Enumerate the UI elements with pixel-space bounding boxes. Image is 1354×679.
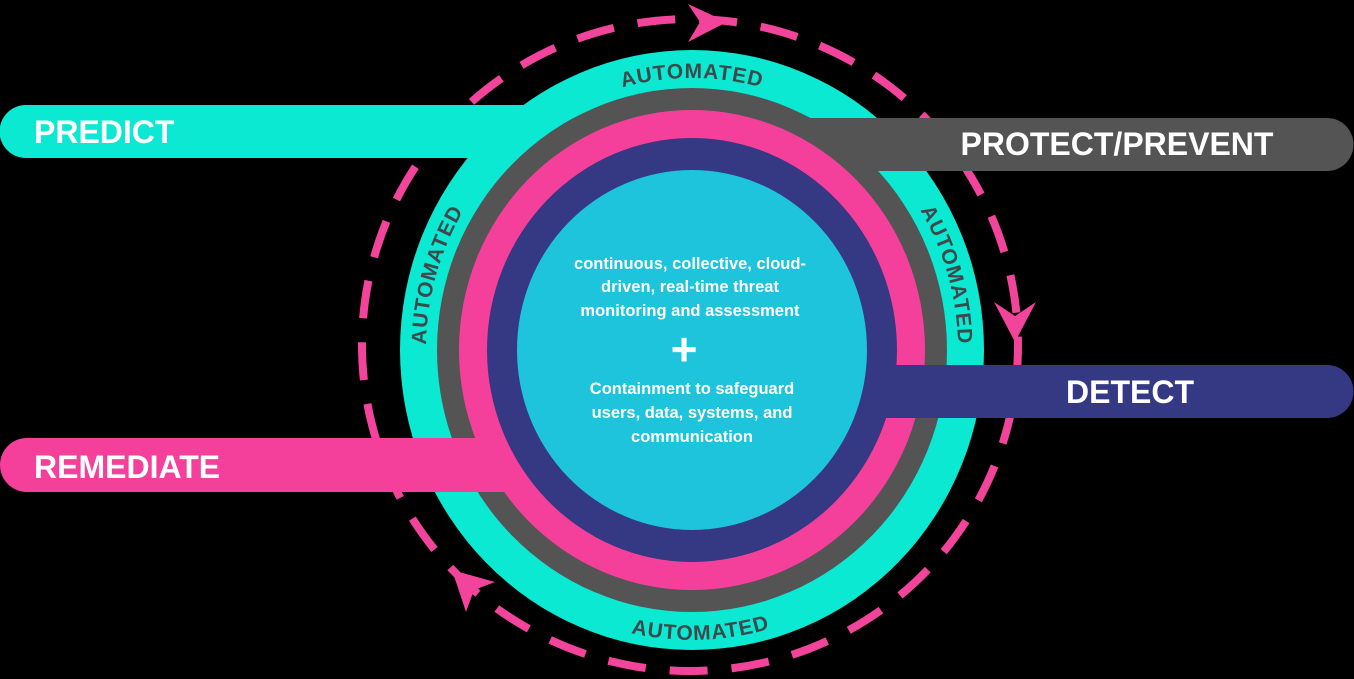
remediate-bar[interactable] xyxy=(0,438,540,492)
center-bottom-line-1: Containment to safeguard xyxy=(590,380,794,398)
center-top-line-1: continuous, collective, cloud- xyxy=(574,255,806,273)
protect-prevent-bar[interactable] xyxy=(790,118,1354,171)
detect-bar[interactable] xyxy=(860,365,1354,418)
arrowhead-bottom-left-icon xyxy=(452,570,495,612)
remediate-label: REMEDIATE xyxy=(34,449,220,485)
center-top-line-3: monitoring and assessment xyxy=(580,302,800,320)
center-top-line-2: driven, real-time threat xyxy=(601,278,779,296)
arrowhead-top-icon xyxy=(688,4,727,42)
arrowhead-right-icon xyxy=(994,302,1036,342)
detect-label: DETECT xyxy=(1066,374,1194,410)
dashed-cycle-ring xyxy=(358,15,1022,675)
predict-bar[interactable] xyxy=(0,105,540,158)
center-bottom-line-2: users, data, systems, and xyxy=(592,404,793,422)
protect-prevent-label: PROTECT/PREVENT xyxy=(961,126,1274,162)
center-bottom-line-3: communication xyxy=(631,428,753,446)
plus-icon: + xyxy=(671,323,698,375)
center-core xyxy=(517,170,867,530)
predict-label: PREDICT xyxy=(34,114,175,150)
